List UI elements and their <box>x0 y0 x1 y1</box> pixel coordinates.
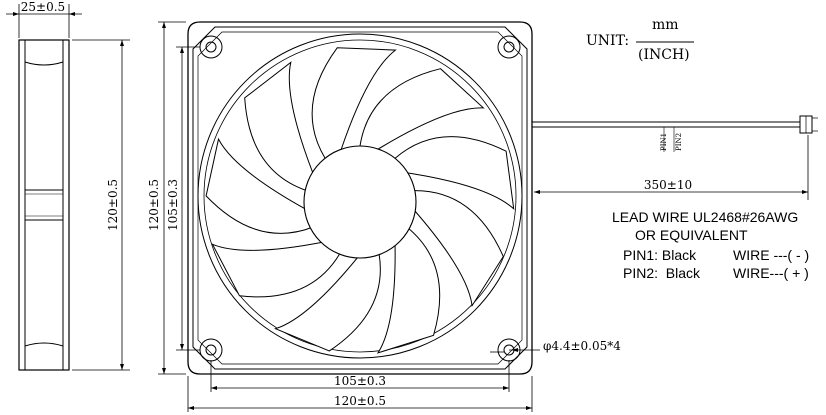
fan-blade <box>244 61 314 192</box>
fan-blade <box>211 241 343 298</box>
fan-blades <box>205 47 515 354</box>
unit-numerator: mm <box>652 17 679 33</box>
unit-denominator: (INCH) <box>638 47 690 63</box>
lead-wire-spec-line1: LEAD WIRE UL2468#26AWG <box>612 209 799 225</box>
side-height-dimension-label: 120±0.5 <box>106 179 120 231</box>
connector-pin1-label: PIN1 <box>660 133 668 151</box>
fan-blade <box>205 137 314 234</box>
mounting-hole-top-right <box>497 35 521 59</box>
front-width-dimension-label: 120±0.5 <box>334 394 386 408</box>
fan-blade <box>376 226 441 354</box>
hole-spacing-vertical-label: 105±0.3 <box>166 179 180 231</box>
mounting-hole-bottom-left <box>199 338 223 362</box>
wire-length-dimension-label: 350±10 <box>644 178 692 192</box>
mounting-hole-top-left <box>199 35 223 59</box>
fan-blade <box>311 47 397 160</box>
lead-wire-spec-line2: OR EQUIVALENT <box>635 227 748 243</box>
pin1-wire-label: PIN1: Black <box>623 247 697 263</box>
pin2-wire-label: PIN2: Black <box>623 265 701 281</box>
fan-blade <box>359 68 485 150</box>
fan-blade <box>394 136 515 211</box>
pin2-wire-polarity: WIRE---( + ) <box>733 265 809 281</box>
depth-dimension-label: 25±0.5 <box>21 0 65 14</box>
lead-wire: PIN1 PIN2 350±10 <box>532 115 818 200</box>
hole-diameter-label: φ4.4±0.05*4 <box>543 339 621 353</box>
unit-label: UNIT: <box>586 33 630 49</box>
fan-blade <box>412 190 504 308</box>
front-height-dimension-label: 120±0.5 <box>147 179 161 231</box>
front-view: 120±0.5 105±0.3 105±0.3 120±0.5 φ4.4±0.0… <box>147 21 621 412</box>
fan-blade <box>274 250 381 352</box>
connector-pin2-label: PIN2 <box>675 133 683 151</box>
pin1-wire-polarity: WIRE ---( - ) <box>733 247 810 263</box>
hole-spacing-horizontal-label: 105±0.3 <box>334 374 386 388</box>
side-view: 25±0.5 120±0.5 <box>6 0 130 371</box>
